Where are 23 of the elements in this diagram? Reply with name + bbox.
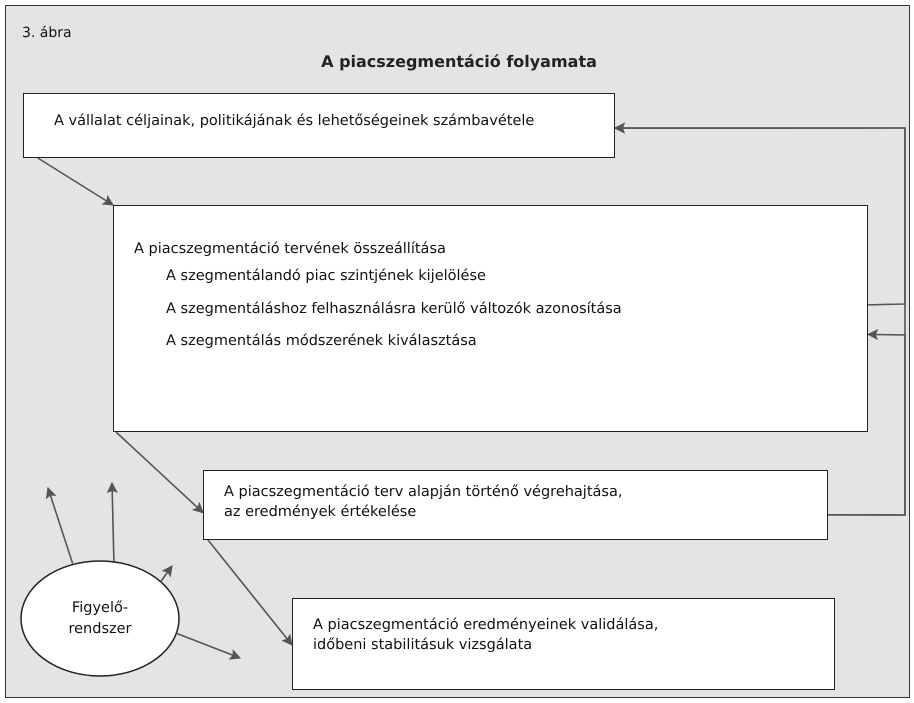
arrow [115, 431, 204, 514]
diagram-title: A piacszegmentáció folyamata [320, 52, 598, 71]
node-subitem: A szegmentáláshoz felhasználásra kerülő változók azonosítása [166, 300, 622, 319]
node-text: A piacszegmentáció terv alapján történő végrehajtása, az eredmények értékelése [224, 483, 624, 522]
arrow [828, 328, 906, 516]
node-heading: A piacszegmentáció tervének összeállítása [134, 240, 446, 259]
process-box [113, 205, 868, 432]
arrow [207, 540, 293, 646]
node-subitem: A szegmentálandó piac szintjének kijelölése [166, 267, 486, 286]
arrow [46, 486, 74, 564]
arrow [106, 482, 118, 561]
figure-number: 3. ábra [22, 25, 72, 41]
arrow [176, 632, 242, 660]
process-box [292, 598, 835, 690]
arrow [160, 565, 173, 582]
process-box [203, 470, 828, 540]
node-subitem: A szegmentálás módszerének kiválasztása [166, 332, 477, 351]
node-text: A vállalat céljainak, politikájának és lehetőségeinek számbavétele [54, 112, 534, 131]
node-text: A piacszegmentáció eredményeinek validálása, időbeni stabilitásuk vizsgálata [313, 616, 660, 655]
arrow [37, 157, 114, 206]
process-box [23, 93, 615, 158]
node-text: Figyelő- rendszer [67, 599, 132, 640]
monitoring-ellipse [20, 560, 180, 677]
